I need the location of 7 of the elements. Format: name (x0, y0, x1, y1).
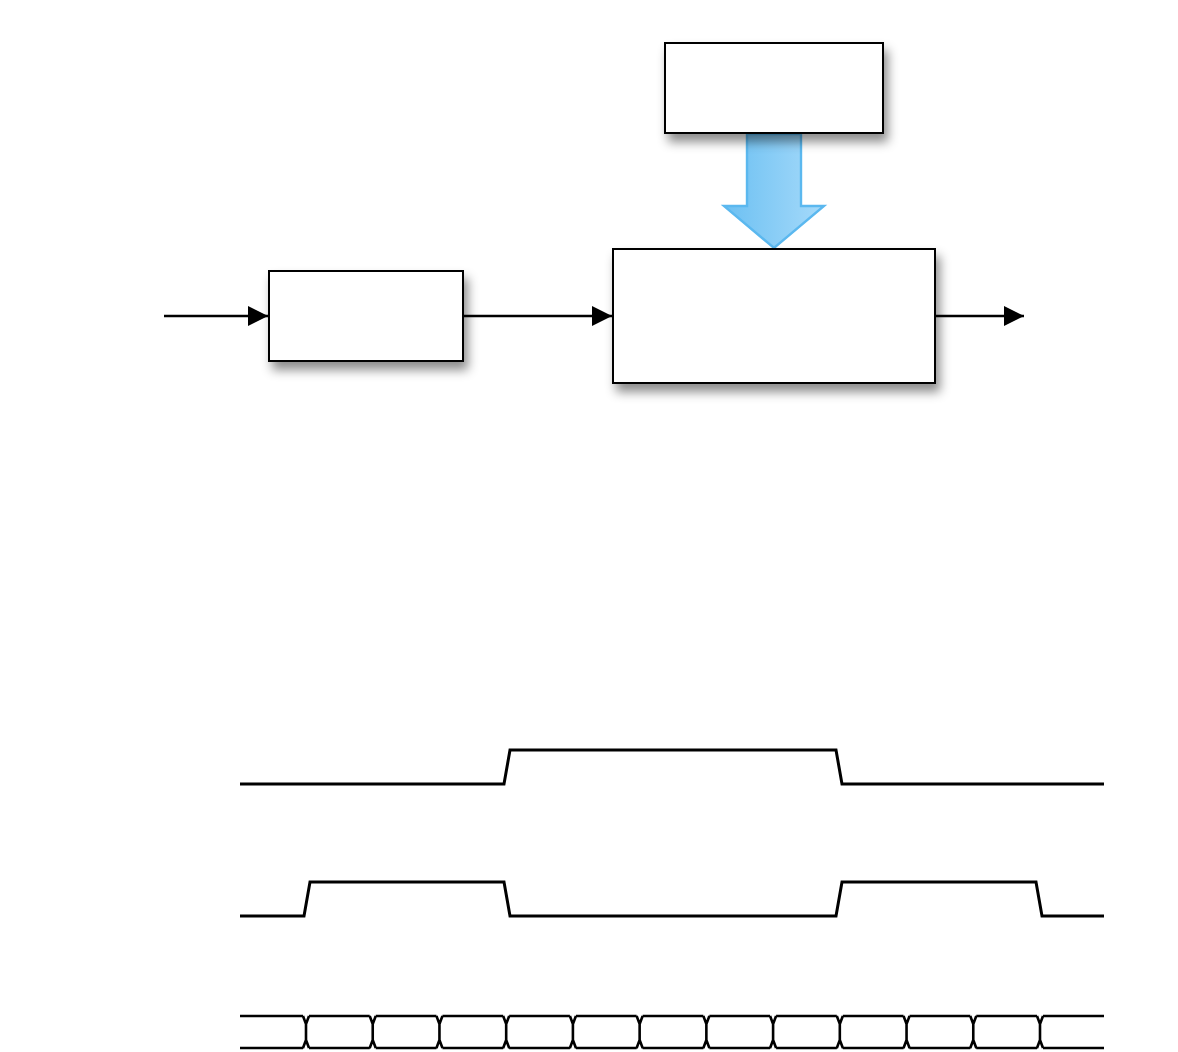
arrow (464, 306, 612, 326)
process-box (268, 270, 464, 362)
process-box (612, 248, 936, 384)
block-arrow (720, 132, 828, 250)
arrow (164, 306, 268, 326)
arrow (936, 306, 1024, 326)
process-box (664, 42, 884, 134)
